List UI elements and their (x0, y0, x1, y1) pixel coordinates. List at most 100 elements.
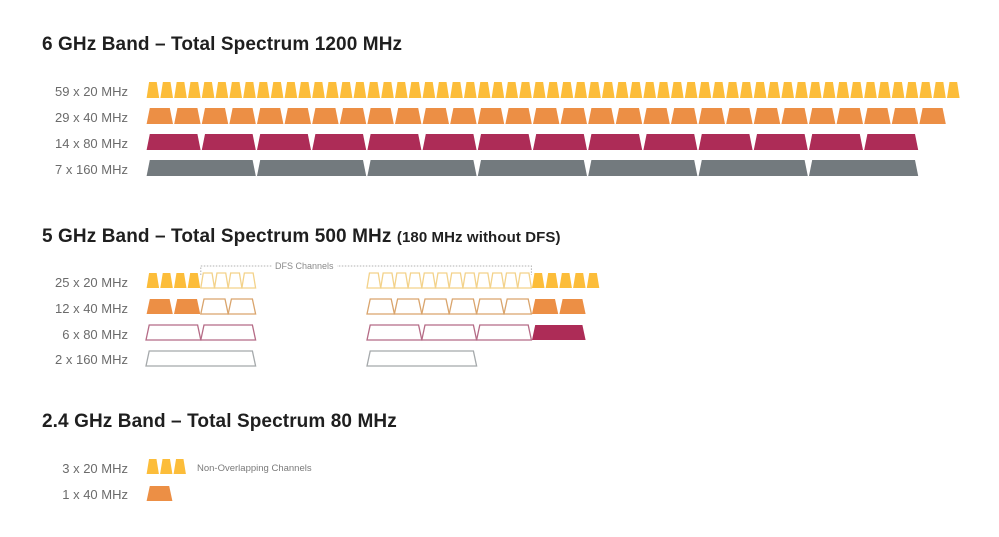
channel-40mhz (339, 108, 367, 124)
channel-20mhz (919, 82, 932, 98)
channel-20mhz-dfs (503, 272, 519, 289)
channel-40mhz (753, 108, 781, 124)
channel-40mhz (698, 108, 725, 124)
channel-20mhz (491, 82, 505, 98)
band-6ghz-channels (146, 82, 960, 176)
channel-40mhz (422, 108, 449, 124)
channel-20mhz (698, 82, 712, 98)
channel-20mhz (257, 82, 270, 98)
channel-20mhz (146, 273, 160, 288)
channel-20mhz (160, 82, 173, 98)
channel-160mhz (367, 160, 477, 176)
channel-20mhz (339, 82, 353, 98)
channel-40mhz (174, 299, 201, 314)
channel-20mhz (740, 82, 753, 98)
row-label-24ghz-40mhz: 1 x 40 MHz (62, 487, 128, 502)
channel-20mhz (767, 82, 781, 98)
channel-20mhz-dfs (379, 272, 396, 289)
channel-160mhz (698, 160, 808, 176)
channel-40mhz (257, 108, 284, 124)
channel-20mhz (574, 82, 587, 98)
channel-80mhz-dfs (420, 324, 478, 341)
channel-20mhz (174, 82, 187, 98)
channel-20mhz (519, 82, 532, 98)
channel-20mhz-dfs (448, 272, 464, 289)
band-24ghz-title: 2.4 GHz Band – Total Spectrum 80 MHz (42, 411, 397, 432)
band-5ghz-subtitle: (180 MHz without DFS) (396, 229, 561, 246)
channel-40mhz-dfs (448, 298, 478, 315)
channel-80mhz-dfs (475, 324, 533, 341)
channel-20mhz (586, 273, 600, 288)
channel-20mhz (533, 82, 546, 98)
channel-20mhz (450, 82, 463, 98)
channel-20mhz (188, 82, 201, 98)
row-label-5ghz-20mhz: 25 x 20 MHz (55, 275, 128, 290)
channel-40mhz (781, 108, 808, 124)
channel-20mhz-dfs (407, 272, 423, 289)
channel-20mhz (381, 82, 394, 98)
channel-80mhz (477, 134, 532, 150)
channel-20mhz-dfs (366, 272, 382, 289)
channel-20mhz-dfs (421, 272, 437, 289)
channel-20mhz (726, 82, 739, 98)
channel-20mhz (947, 82, 960, 98)
channel-40mhz (726, 108, 753, 124)
channel-20mhz-dfs (241, 272, 257, 289)
channel-40mhz (312, 108, 339, 124)
channel-80mhz-dfs (145, 324, 202, 341)
channel-20mhz (809, 82, 822, 98)
channel-40mhz (643, 108, 670, 124)
channel-40mhz-dfs (420, 298, 451, 315)
row-label-5ghz-40mhz: 12 x 40 MHz (55, 301, 128, 316)
channel-20mhz (781, 82, 794, 98)
channel-20mhz (215, 82, 229, 98)
channel-20mhz (436, 82, 449, 98)
channel-20mhz (615, 82, 629, 98)
channel-40mhz-dfs (393, 298, 423, 315)
channel-20mhz (795, 82, 808, 98)
channel-80mhz (422, 134, 477, 150)
channel-20mhz (712, 82, 725, 98)
row-label-5ghz-80mhz: 6 x 80 MHz (62, 327, 128, 342)
channel-20mhz (284, 82, 298, 98)
channel-20mhz (270, 82, 284, 98)
channel-20mhz (229, 82, 242, 98)
channel-20mhz (671, 82, 684, 98)
channel-40mhz (671, 108, 698, 124)
channel-40mhz (146, 108, 173, 124)
channel-160mhz-dfs (366, 350, 478, 367)
channel-20mhz (864, 82, 877, 98)
channel-20mhz (588, 82, 601, 98)
channel-80mhz-dfs (366, 324, 423, 341)
channel-40mhz-dfs (227, 298, 257, 315)
band-6ghz-title: 6 GHz Band – Total Spectrum 1200 MHz (42, 34, 403, 55)
band-5ghz-channels (145, 272, 600, 367)
channel-40mhz (367, 108, 394, 124)
channel-40mhz (615, 108, 643, 124)
row-label-6ghz-40mhz: 29 x 40 MHz (55, 110, 128, 125)
channel-40mhz (284, 108, 311, 124)
channel-20mhz (684, 82, 698, 98)
channel-80mhz (532, 325, 586, 340)
non-overlapping-note: Non-Overlapping Channels (197, 463, 312, 474)
channel-20mhz (298, 82, 311, 98)
row-label-6ghz-80mhz: 14 x 80 MHz (55, 136, 128, 151)
channel-20mhz-dfs (489, 272, 505, 289)
channel-40mhz (559, 299, 586, 314)
channel-80mhz (864, 134, 919, 150)
channel-160mhz (257, 160, 367, 176)
channel-20mhz (408, 82, 422, 98)
channel-40mhz (146, 486, 173, 501)
channel-40mhz (891, 108, 919, 124)
channel-20mhz (243, 82, 256, 98)
channel-20mhz (505, 82, 518, 98)
channel-20mhz (560, 82, 574, 98)
channel-40mhz (809, 108, 836, 124)
channel-160mhz (477, 160, 587, 176)
channel-80mhz (201, 134, 256, 150)
channel-20mhz (559, 273, 572, 288)
channel-20mhz-dfs (516, 272, 533, 289)
row-label-24ghz-20mhz: 3 x 20 MHz (62, 461, 128, 476)
channel-20mhz (422, 82, 436, 98)
